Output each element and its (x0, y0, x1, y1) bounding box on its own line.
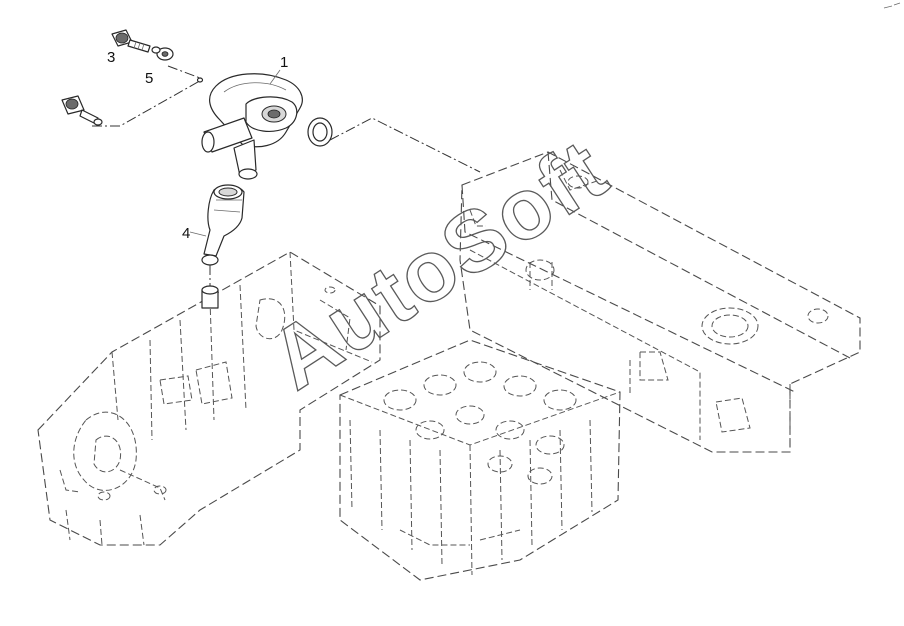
callout-5: 5 (145, 70, 153, 87)
leader-line-1 (269, 69, 281, 85)
small-pin (196, 77, 204, 83)
leader-line-4 (189, 231, 207, 237)
hose-connector (201, 285, 219, 309)
lower-bolt (61, 95, 103, 126)
seal-ring (307, 117, 333, 147)
breather-housing (201, 73, 303, 180)
timing-housing-outline (37, 251, 381, 546)
bolt (111, 29, 151, 53)
valve-cover-outline (459, 151, 861, 453)
callout-1: 1 (280, 54, 288, 71)
breather-hose (201, 184, 245, 266)
cylinder-head-outline (339, 339, 621, 581)
callout-3: 3 (107, 49, 115, 66)
watermark: AutoSoft (254, 121, 624, 408)
washer (151, 46, 174, 61)
callout-4: 4 (182, 225, 190, 242)
corner-mark (883, 2, 901, 9)
